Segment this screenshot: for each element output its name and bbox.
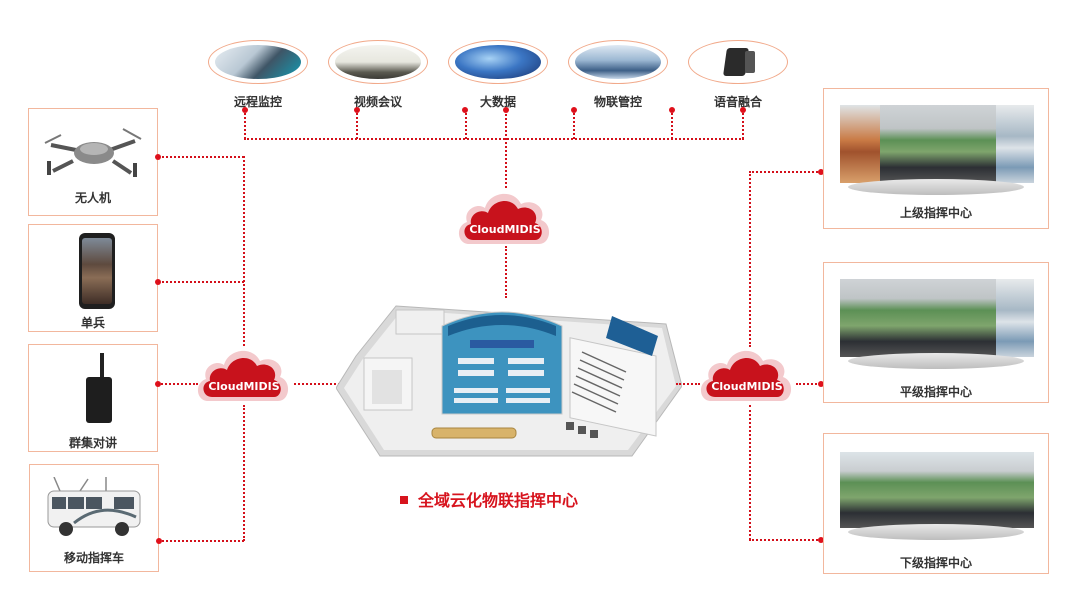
service-label: 远程监控	[233, 95, 282, 109]
device-label: 无人机	[74, 191, 111, 205]
connector-line	[796, 383, 821, 385]
connector-dot	[156, 538, 162, 544]
connector-line	[676, 383, 700, 385]
connector-line	[356, 110, 358, 139]
service-label: 大数据	[479, 95, 516, 109]
console-desk	[848, 179, 1024, 195]
command-center-image	[840, 279, 1034, 357]
connector-line	[244, 110, 246, 139]
service-video-conference: 视频会议	[328, 40, 428, 110]
device-walkie-talkie: 群集对讲	[28, 344, 158, 452]
cloud-icon	[458, 193, 550, 244]
connector-line	[158, 383, 198, 385]
walkie-talkie-body	[86, 377, 112, 423]
connector-dot	[818, 381, 824, 387]
connector-line	[243, 156, 245, 346]
command-center-image	[840, 452, 1034, 528]
cloud-icon	[700, 350, 792, 401]
big-data-image	[448, 40, 548, 84]
connector-line	[749, 405, 751, 540]
cloud-label: CloudMIDIS	[469, 223, 541, 236]
cloud-midis-right: CloudMIDIS	[697, 343, 797, 405]
connector-dot	[818, 169, 824, 175]
command-center-image	[840, 105, 1034, 183]
device-handheld: 单兵	[28, 224, 158, 332]
center-peer: 平级指挥中心	[823, 262, 1049, 403]
console-desk	[848, 524, 1024, 540]
connector-line	[158, 281, 244, 283]
service-remote-monitoring: 远程监控	[208, 40, 308, 110]
voice-fusion-image	[688, 40, 788, 84]
service-big-data: 大数据	[448, 40, 548, 110]
bullet-square-icon	[400, 495, 408, 504]
connector-line	[671, 110, 673, 139]
center-caption: 全域云化物联指挥中心	[400, 487, 578, 511]
handheld-terminal-image	[79, 233, 115, 309]
connector-line	[244, 138, 744, 140]
device-label: 移动指挥车	[63, 551, 124, 565]
device-command-vehicle: 移动指挥车	[29, 464, 159, 572]
video-conference-image	[328, 40, 428, 84]
service-label: 语音融合	[713, 95, 762, 109]
device-label: 单兵	[80, 316, 105, 330]
connector-line	[294, 383, 344, 385]
console-desk	[848, 353, 1024, 369]
cloud-label: CloudMIDIS	[711, 380, 783, 393]
drone-image	[44, 128, 142, 177]
connector-line	[742, 110, 744, 139]
service-label: 视频会议	[353, 95, 402, 109]
device-drone: 无人机	[28, 108, 158, 216]
connector-line	[749, 171, 751, 347]
command-center-floorplan-image	[336, 305, 682, 457]
walkie-talkie-image	[100, 353, 104, 379]
center-label: 上级指挥中心	[899, 206, 972, 220]
connector-line	[159, 540, 244, 542]
connector-line	[158, 156, 244, 158]
service-iot-control: 物联管控	[568, 40, 668, 110]
center-caption-text: 全域云化物联指挥中心	[418, 491, 579, 510]
service-voice-fusion: 语音融合	[688, 40, 788, 110]
connector-line	[505, 110, 507, 188]
cloud-icon	[197, 350, 289, 401]
cloud-midis-left: CloudMIDIS	[194, 343, 294, 405]
connector-line	[465, 110, 467, 139]
cloud-midis-top: CloudMIDIS	[455, 186, 555, 248]
connector-dot	[740, 107, 746, 113]
connector-line	[749, 171, 821, 173]
device-label: 群集对讲	[68, 436, 117, 450]
center-subordinate: 下级指挥中心	[823, 433, 1049, 574]
connector-dot	[503, 107, 509, 113]
connector-line	[243, 405, 245, 541]
center-superior: 上级指挥中心	[823, 88, 1049, 229]
connector-line	[573, 110, 575, 139]
center-label: 平级指挥中心	[899, 385, 972, 399]
service-label: 物联管控	[593, 95, 642, 109]
connector-line	[749, 539, 821, 541]
remote-monitoring-image	[208, 40, 308, 84]
connector-line	[505, 246, 507, 298]
cloud-label: CloudMIDIS	[208, 380, 280, 393]
command-vehicle-image	[47, 477, 141, 536]
iot-control-image	[568, 40, 668, 84]
connector-dot	[818, 537, 824, 543]
center-label: 下级指挥中心	[899, 556, 972, 570]
